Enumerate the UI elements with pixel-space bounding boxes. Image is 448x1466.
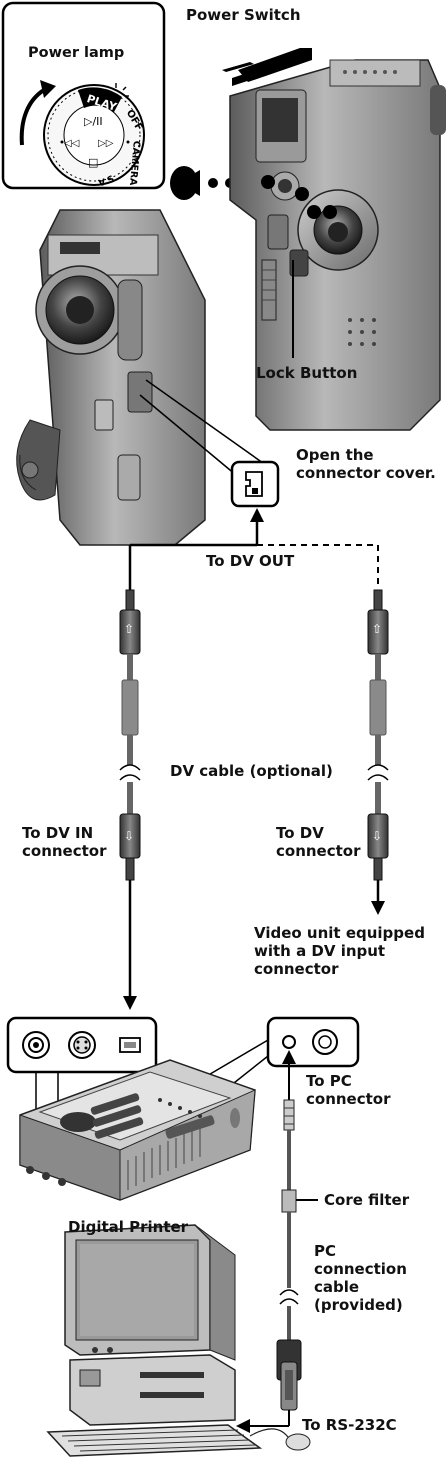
to-dv-line-2: connector (276, 842, 361, 860)
pc-cable-line-3: cable (314, 1278, 407, 1296)
power-switch-inset: PLAY OFF CAMERA S A ▷/II ◁◁ ▷▷ □ (3, 3, 164, 188)
svg-text:⇧: ⇧ (372, 622, 382, 636)
open-cover-line-2: connector cover. (296, 464, 436, 482)
svg-text:⇩: ⇩ (124, 829, 134, 843)
to-dv-in-line-2: connector (22, 842, 107, 860)
to-pc-label: To PC connector (306, 1072, 391, 1108)
to-rs232c-label: To RS-232C (302, 1416, 397, 1434)
video-unit-line-3: connector (254, 960, 425, 978)
to-dv-in-label: To DV IN connector (22, 824, 107, 860)
pc-cable-label: PC connection cable (provided) (314, 1242, 407, 1314)
to-dv-label: To DV connector (276, 824, 361, 860)
pc-cable-line-2: connection (314, 1260, 407, 1278)
digital-printer (20, 1060, 255, 1200)
video-unit-label: Video unit equipped with a DV input conn… (254, 924, 425, 978)
open-cover-line-1: Open the (296, 446, 436, 464)
to-dv-out-label: To DV OUT (206, 552, 294, 570)
mode-dial: PLAY OFF CAMERA S A ▷/II ◁◁ ▷▷ □ (44, 85, 144, 187)
video-unit-line-2: with a DV input (254, 942, 425, 960)
pc-cable-line-1: PC (314, 1242, 407, 1260)
dial-stop-text: □ (88, 156, 98, 169)
svg-text:⇩: ⇩ (372, 829, 382, 843)
to-pc-line-1: To PC (306, 1072, 391, 1090)
personal-computer (48, 1225, 310, 1456)
to-pc-line-2: connector (306, 1090, 391, 1108)
core-filter-label: Core filter (324, 1191, 409, 1209)
to-dv-line-1: To DV (276, 824, 361, 842)
dv-cable-left: ⇧ ⇩ (120, 590, 140, 1010)
dial-ff-text: ▷▷ (98, 138, 114, 149)
digital-printer-label: Digital Printer (68, 1218, 188, 1236)
video-unit-line-1: Video unit equipped (254, 924, 425, 942)
connector-cover-inset (232, 462, 278, 506)
power-lamp-label: Power lamp (28, 44, 124, 62)
dv-cable-label: DV cable (optional) (170, 762, 333, 780)
dv-cable-right: ⇧ ⇩ (368, 590, 388, 915)
to-dv-in-line-1: To DV IN (22, 824, 107, 842)
power-switch-label: Power Switch (186, 6, 301, 24)
dial-play-pause-text: ▷/II (84, 115, 103, 128)
dial-rew-text: ◁◁ (64, 138, 80, 149)
open-cover-label: Open the connector cover. (296, 446, 436, 482)
pc-cable-line-4: (provided) (314, 1296, 407, 1314)
svg-text:⇧: ⇧ (124, 622, 134, 636)
lock-button-label: Lock Button (256, 364, 357, 382)
